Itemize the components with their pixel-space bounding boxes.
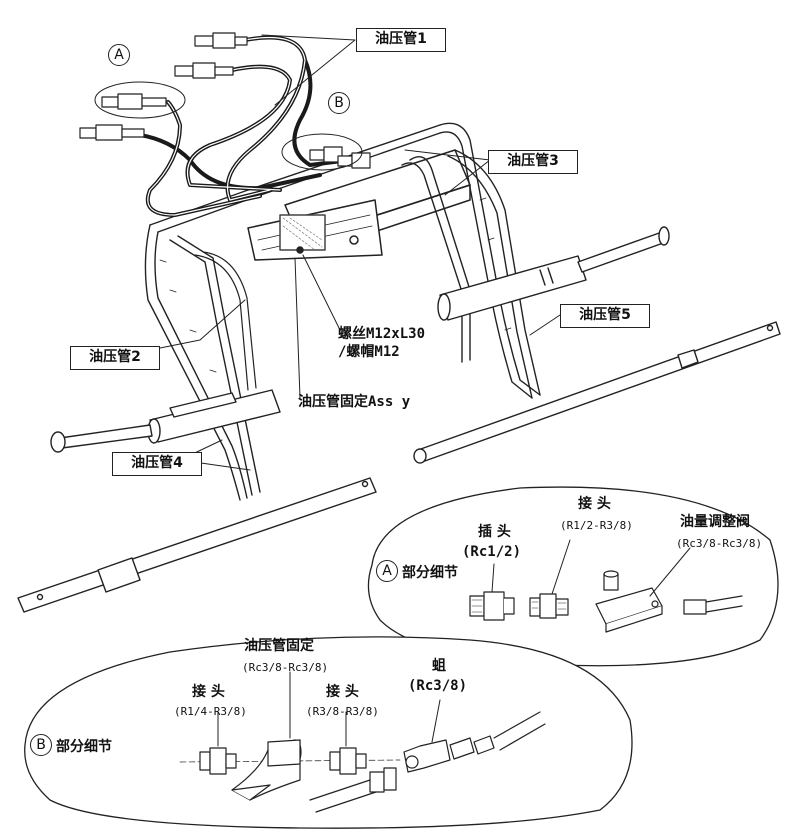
- detail-a-valve-spec: (Rc3/8-Rc3/8): [676, 537, 763, 550]
- label-bolt-line1: 螺丝M12xL30: [338, 326, 426, 342]
- fixing-bracket-part: [231, 739, 302, 801]
- label-pipe-3: 油压管3: [488, 150, 578, 174]
- joint-r12-r38-part: [529, 593, 569, 619]
- detail-b-joint1-spec: (R1/4-R3/8): [174, 705, 247, 718]
- detail-a-hose: [683, 595, 743, 615]
- detail-b-nut-name: 蛆: [432, 658, 446, 674]
- detail-b-joint2-name: 接 头: [326, 684, 359, 700]
- detail-b-bubble: [24, 636, 633, 829]
- detail-a-joint-spec: (R1/2-R3/8): [560, 519, 633, 532]
- detail-b-joint1-name: 接 头: [192, 684, 225, 700]
- marker-b: B: [328, 92, 350, 114]
- marker-a: A: [108, 44, 130, 66]
- nut-rc38-part: [403, 735, 495, 773]
- detail-b-joint2-spec: (R3/8-R3/8): [306, 705, 379, 718]
- joint-r38-r38-part: [329, 747, 367, 775]
- detail-b-hoses: [309, 711, 546, 813]
- label-pipe-4: 油压管4: [112, 452, 202, 476]
- crossbar-body: [247, 149, 471, 261]
- detail-a-plug-name: 插 头: [478, 524, 511, 540]
- detail-b-title: 部分细节: [56, 739, 112, 755]
- label-pipe-1: 油压管1: [356, 28, 446, 52]
- detail-b-fix-spec: (Rc3/8-Rc3/8): [242, 661, 329, 674]
- hose-inner: [147, 36, 306, 216]
- cylinders: [17, 226, 781, 613]
- area-a-highlight: [94, 81, 186, 119]
- joint-r14-r38-part: [199, 747, 237, 775]
- label-bolt-line2: /螺帽M12: [338, 344, 400, 360]
- label-pipe-2: 油压管2: [70, 346, 160, 370]
- detail-b-nut-spec: (Rc3/8): [408, 678, 468, 694]
- detail-a-marker: A: [376, 560, 398, 582]
- detail-a-title: 部分细节: [402, 565, 458, 581]
- detail-a-bubble: [367, 486, 779, 667]
- label-pipe-5: 油压管5: [560, 304, 650, 328]
- detail-a-joint-name: 接 头: [578, 496, 611, 512]
- detail-b-marker: B: [30, 734, 52, 756]
- detail-b-fix-name: 油压管固定: [244, 638, 314, 654]
- area-b-highlight: [281, 133, 363, 171]
- leader-lines: [149, 34, 561, 471]
- label-fixing-assy: 油压管固定Ass y: [298, 394, 411, 410]
- plug-rc12-part: [469, 591, 515, 621]
- tube-frames: [144, 122, 541, 501]
- flow-valve-part: [595, 570, 663, 633]
- hose-fittings: [79, 32, 371, 169]
- detail-a-valve-name: 油量调整阀: [680, 514, 750, 530]
- detail-a-plug-spec: (Rc1/2): [462, 544, 522, 560]
